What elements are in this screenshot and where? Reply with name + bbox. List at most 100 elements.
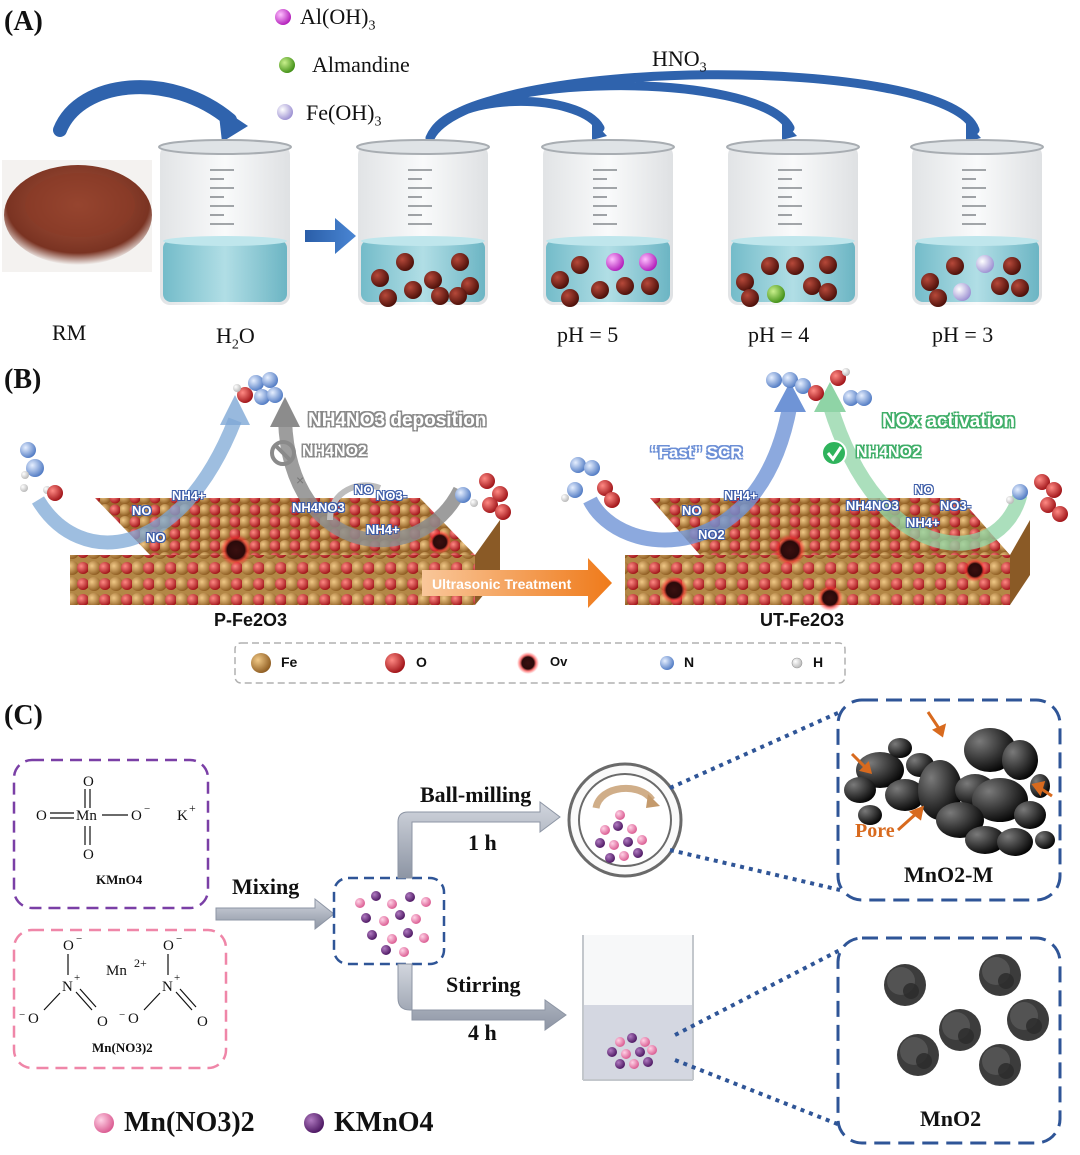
panel-a-label: (A): [4, 6, 43, 37]
svg-text:+: +: [74, 972, 80, 984]
svg-text:O: O: [97, 1014, 108, 1030]
particle: [371, 269, 389, 287]
mixture-box: [332, 876, 446, 966]
hno3-label: HNO3: [652, 46, 707, 76]
stirring-label: Stirring: [446, 972, 521, 997]
mno2-m-particle: [1002, 740, 1038, 780]
particle: [921, 273, 939, 291]
svg-text:−: −: [144, 803, 150, 815]
panel-a-graphics: [2, 9, 1044, 307]
panel-b-graphics: ×: [20, 368, 1068, 684]
particle: [424, 271, 442, 289]
feoh3-legend: Fe(OH)3: [306, 100, 382, 130]
mno2-particle: [979, 954, 1021, 996]
surface-species: NO3-: [376, 488, 408, 503]
svg-text:+: +: [174, 972, 180, 984]
particle: [461, 277, 479, 295]
mixing-arrow: [215, 897, 335, 931]
svg-text:K: K: [177, 808, 188, 824]
particle: [431, 287, 449, 305]
svg-text:O: O: [83, 847, 94, 863]
mnno3-particle: [640, 1037, 650, 1047]
mnno3-particle: [629, 1059, 639, 1069]
ball-time-label: 1 h: [468, 830, 497, 855]
particle: [761, 257, 779, 275]
pore-label: Pore: [855, 820, 895, 842]
kmno4-particle: [613, 821, 623, 831]
ball-milling-label: Ball-milling: [420, 782, 532, 807]
mnno3-particle: [355, 898, 365, 908]
mno2-m-particle: [965, 826, 1005, 854]
ph4-label: pH = 4: [748, 322, 810, 347]
particle: [736, 273, 754, 291]
particle: [404, 281, 422, 299]
kmno4-particle: [607, 1047, 617, 1057]
ultrasonic-label: Ultrasonic Treatment: [432, 576, 572, 592]
forbidden-icon: [270, 440, 296, 466]
surface-species: NH4+: [172, 488, 206, 503]
particle: [571, 256, 589, 274]
kmno4-particle: [395, 910, 405, 920]
surface-species: NH4NO3: [292, 500, 345, 515]
kmno4-particle: [615, 1059, 625, 1069]
enabled-species-label: NH4NO2: [856, 444, 921, 461]
svg-text:O: O: [83, 774, 94, 790]
pore-arrows: [850, 711, 1053, 832]
mno2-particle: [897, 1034, 939, 1076]
mno2-m-particle: [844, 777, 876, 803]
svg-text:+: +: [189, 801, 196, 815]
kmno4-particle: [403, 928, 413, 938]
mno2-m-particle: [936, 802, 984, 838]
hno3-arrow: [425, 70, 980, 143]
mnno3-particle: [615, 810, 625, 820]
legend-mnno3: Mn(NO3)2: [124, 1107, 255, 1138]
particle: [786, 257, 804, 275]
mnno3-particle: [379, 916, 389, 926]
molecules-right-start: [561, 457, 620, 508]
rm-label: RM: [52, 320, 87, 345]
svg-text:−: −: [176, 933, 182, 945]
surface-species: NO2: [698, 527, 725, 542]
kmno4-particle: [381, 945, 391, 955]
mnno3-legend-ball: [94, 1113, 114, 1133]
legend-n: N: [684, 654, 695, 670]
deposition-label: NH4NO3 deposition: [308, 410, 487, 431]
mno2-m-particle: [997, 828, 1033, 856]
products-right: [766, 368, 872, 406]
no-o2-right-side-left: [455, 473, 511, 520]
particle: [551, 271, 569, 289]
mnno3-particle: [615, 1037, 625, 1047]
legend-h: H: [813, 654, 824, 670]
surface-species: NO: [914, 482, 934, 497]
mnno3-particle: [637, 835, 647, 845]
particle: [561, 289, 579, 307]
stir-time-label: 4 h: [468, 1020, 497, 1045]
beaker: [541, 139, 675, 307]
particle: [639, 253, 657, 271]
mnno3-particle: [627, 824, 637, 834]
o2-molecule-left: [47, 485, 63, 501]
mnno3-particle: [647, 1045, 657, 1055]
mnno3-particle: [387, 934, 397, 944]
red-mud-powder: [2, 160, 152, 272]
surface-species: NH4+: [724, 488, 758, 503]
kmno4-box: [12, 758, 210, 910]
particle: [616, 277, 634, 295]
legend-o: O: [416, 654, 427, 670]
mnno3-particle: [609, 840, 619, 850]
mno2-m-particle: [1014, 801, 1046, 829]
mnno3-particle: [421, 897, 431, 907]
beaker: [158, 139, 292, 305]
ball-mill-jar: [567, 762, 683, 878]
mnno3-particle: [411, 914, 421, 924]
particle: [451, 253, 469, 271]
particle: [953, 283, 971, 301]
kmno4-particle: [361, 913, 371, 923]
straight-arrow: [305, 218, 356, 254]
svg-text:Mn: Mn: [106, 963, 127, 979]
particle: [803, 277, 821, 295]
svg-text:O: O: [163, 938, 174, 954]
svg-text:−: −: [76, 933, 82, 945]
mnno3-particle: [621, 1049, 631, 1059]
